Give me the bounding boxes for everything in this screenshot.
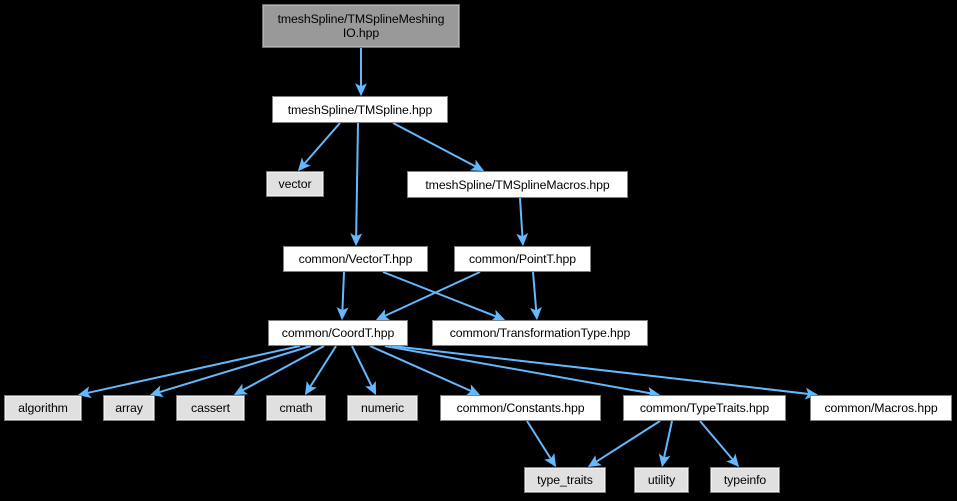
graph-edge-n1-n2 [297,122,341,172]
graph-edge-n6-n15 [391,345,819,400]
graph-node-typeinfo[interactable]: typeinfo [710,467,780,493]
graph-edge-n6-n13 [369,345,481,396]
graph-node-common-vectort-hpp[interactable]: common/VectorT.hpp [283,246,428,272]
graph-node-array[interactable]: array [103,395,155,421]
graph-node-cassert[interactable]: cassert [176,395,245,421]
graph-edge-n5-n6 [375,271,481,321]
graph-edge-n5-n7 [529,271,542,321]
graph-edge-n13-n16 [526,420,557,468]
graph-edge-n14-n16 [587,420,661,468]
graph-node-tmeshspline-tmsplinemacros-hpp[interactable]: tmeshSpline/TMSplineMacros.hpp [407,171,628,198]
graph-edge-n14-n18 [699,420,740,468]
graph-edge-n14-n17 [658,420,673,468]
graph-edge-n1-n3 [392,122,485,172]
graph-edge-n4-n7 [382,271,506,321]
graph-edge-n6-n11 [304,345,337,396]
graph-edge-n6-n10 [233,345,325,396]
graph-edge-n6-n9 [149,345,312,398]
graph-node-common-transformationtype-hpp[interactable]: common/TransformationType.hpp [432,320,648,346]
graph-node-type-traits[interactable]: type_traits [524,467,606,493]
graph-edge-n6-n12 [351,345,377,396]
graph-edge-n6-n14 [384,345,661,399]
graph-node-vector[interactable]: vector [266,171,324,197]
graph-node-tmeshspline-tmspline-hpp[interactable]: tmeshSpline/TMSpline.hpp [272,96,448,123]
graph-node-utility[interactable]: utility [634,467,689,493]
graph-node-numeric[interactable]: numeric [347,395,418,421]
graph-node-algorithm[interactable]: algorithm [4,395,82,421]
graph-node-tmeshspline-tmsplinemeshing-io-hpp: tmeshSpline/TMSplineMeshing IO.hpp [262,4,460,48]
graph-edge-n1-n4 [350,122,363,247]
graph-edge-n6-n8 [77,345,301,399]
graph-node-cmath[interactable]: cmath [266,395,326,421]
graph-node-common-pointt-hpp[interactable]: common/PointT.hpp [454,246,591,272]
graph-node-common-macros-hpp[interactable]: common/Macros.hpp [810,395,952,421]
graph-node-common-typetraits-hpp[interactable]: common/TypeTraits.hpp [623,395,786,421]
graph-edge-n4-n6 [336,271,349,321]
graph-edge-n3-n5 [516,197,529,247]
graph-node-common-coordt-hpp[interactable]: common/CoordT.hpp [268,320,408,346]
graph-node-common-constants-hpp[interactable]: common/Constants.hpp [440,395,601,421]
